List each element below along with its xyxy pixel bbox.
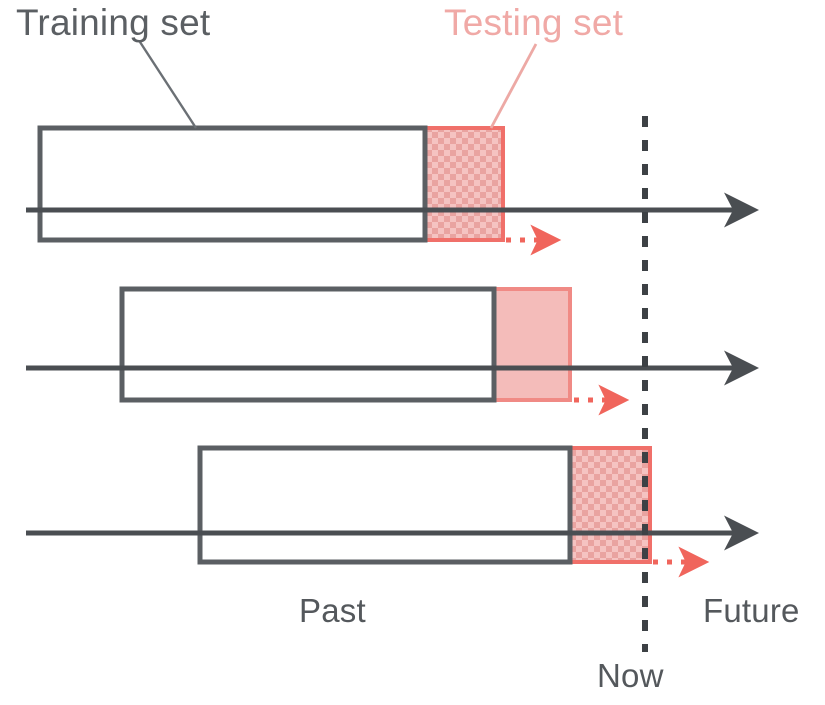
training-set-box-1	[37, 125, 428, 243]
training-set-label: Training set	[16, 2, 211, 43]
testing-set-box-1	[423, 126, 505, 242]
training-set-leader-line	[138, 41, 198, 129]
training-set-box-2	[119, 286, 497, 403]
testing-set-box-2	[492, 287, 572, 402]
testing-set-box-3	[568, 446, 652, 564]
split-row-2	[26, 286, 759, 416]
now-label: Now	[597, 657, 664, 694]
future-label: Future	[703, 592, 800, 629]
split-row-3	[26, 445, 759, 578]
testing-set-label: Testing set	[444, 2, 624, 43]
training-set-box-3	[197, 445, 573, 565]
past-label: Past	[299, 592, 366, 629]
split-row-1	[26, 125, 759, 256]
testing-set-leader-line	[489, 43, 538, 129]
